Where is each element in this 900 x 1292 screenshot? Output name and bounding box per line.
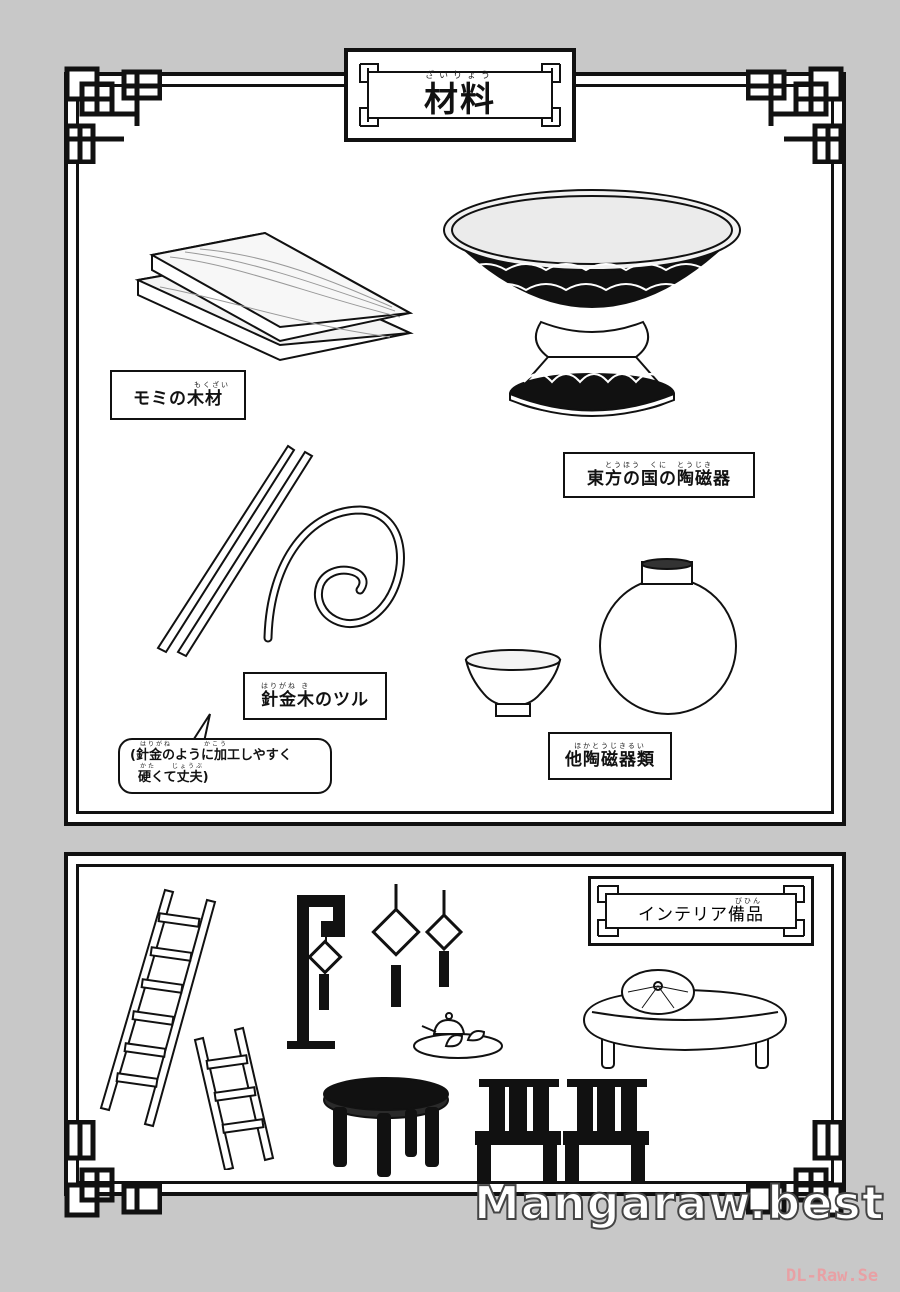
interior-title-inner: びひん インテリア備品 <box>596 884 806 938</box>
other-porcelain-label: ほかとうじきるい 他陶磁器類 <box>548 732 672 780</box>
note-line2: 硬くて丈夫) <box>138 770 209 785</box>
ladders-illustration <box>99 888 275 1170</box>
lattice-corner-top-left-icon <box>64 66 162 164</box>
interior-title-plaque: びひん インテリア備品 <box>588 876 814 946</box>
porcelain-cup-illustration <box>464 649 562 717</box>
other-porcelain-ruby: ほかとうじきるい <box>574 742 646 750</box>
lattice-corner-bottom-left-icon <box>64 1120 162 1218</box>
fir-lumber-illustration <box>134 231 414 362</box>
materials-panel <box>64 72 846 826</box>
wire-wood-vine-ruby: はりがね き <box>261 682 311 690</box>
watermark-primary: Mangaraw.best <box>473 1175 885 1231</box>
wire-wood-vine-label: はりがね き 針金木のツル <box>243 672 387 720</box>
porcelain-jar-illustration <box>599 558 737 715</box>
lattice-corner-bottom-right-icon <box>746 1120 844 1218</box>
interior-title-ruby: びひん <box>735 897 762 905</box>
eastern-porcelain-label: とうほう くに とうじき 東方の国の陶磁器 <box>563 452 755 498</box>
plaque-fret-corners-icon <box>359 63 561 127</box>
eastern-porcelain-ruby: とうほう くに とうじき <box>605 461 713 469</box>
materials-title-plaque: ざいりょう 材料 <box>344 48 576 142</box>
materials-title-inner: ざいりょう 材料 <box>353 57 567 133</box>
ottoman-with-cushion-illustration <box>582 969 788 1069</box>
wire-wood-note-bubble: はりがね かこう (針金のように加工しやすく かた じょうぶ 硬くて丈夫) <box>118 738 332 794</box>
note-ruby-line2: かた じょうぶ <box>140 763 205 770</box>
materials-title: 材料 <box>424 80 496 120</box>
wire-wood-vine-illustration <box>156 444 405 658</box>
interior-plaque-fret-icon <box>597 885 805 937</box>
fir-lumber-ruby: もくざい <box>194 381 230 389</box>
interior-title: インテリア備品 <box>638 905 764 925</box>
note-ruby-line1: はりがね かこう <box>140 741 229 748</box>
bubble-tail-icon <box>191 713 211 742</box>
watermark-secondary: DL-Raw.Se <box>786 1266 879 1286</box>
lamp-and-ornaments-illustration <box>287 884 503 1059</box>
fir-lumber-text: モミの木材 <box>133 389 223 409</box>
other-porcelain-text: 他陶磁器類 <box>565 750 655 770</box>
note-line1: (針金のように加工しやすく <box>130 748 292 763</box>
eastern-porcelain-bowl-illustration <box>443 189 741 417</box>
wire-wood-vine-text: 針金木のツル <box>261 690 369 710</box>
interior-panel-inner-border <box>76 864 834 1184</box>
table-and-chairs-illustration <box>323 1077 649 1181</box>
eastern-porcelain-text: 東方の国の陶磁器 <box>587 469 731 489</box>
fir-lumber-label: もくざい モミの木材 <box>110 370 246 420</box>
lattice-corner-top-right-icon <box>746 66 844 164</box>
materials-title-ruby: ざいりょう <box>424 71 495 81</box>
